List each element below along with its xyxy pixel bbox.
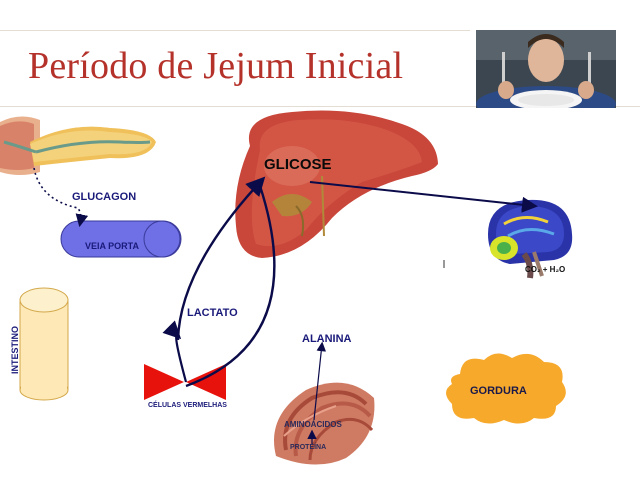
cells-to-lactato-arrow: [176, 335, 186, 382]
aminoacidos-to-alanina-arrow: [314, 344, 322, 420]
lactato-label: LACTATO: [187, 307, 238, 319]
veia-porta-label: VEIA PORTA: [85, 241, 139, 251]
glicose-label: GLICOSE: [264, 156, 332, 173]
co2-h2o-label: CO₂ + H₂O: [525, 265, 565, 274]
gordura-label: GORDURA: [470, 385, 527, 397]
celulas-vermelhas-label: CÉLULAS VERMELHAS: [148, 402, 227, 409]
glicose-to-brain-arrow: [310, 182, 534, 206]
alanina-label: ALANINA: [302, 333, 352, 345]
aminoacidos-label: AMINOÁCIDOS: [284, 420, 342, 429]
glucagon-label: GLUCAGON: [72, 191, 136, 203]
proteina-label: PROTEÍNA: [290, 444, 326, 451]
intestino-label: INTESTINO: [10, 315, 20, 385]
